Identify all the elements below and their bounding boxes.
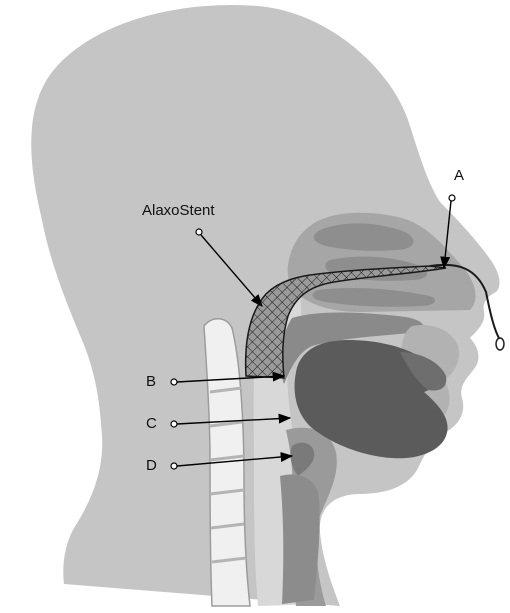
label-alaxostent: AlaxoStent: [142, 202, 215, 219]
wire-tip: [496, 338, 504, 350]
label-d: D: [146, 457, 157, 474]
label-a-dot: [449, 195, 455, 201]
label-b: B: [146, 373, 156, 390]
label-c: C: [146, 415, 157, 432]
label-a: A: [454, 167, 464, 184]
label-alaxostent-dot: [196, 229, 202, 235]
label-d-dot: [171, 463, 177, 469]
label-c-dot: [171, 421, 177, 427]
label-b-dot: [171, 379, 177, 385]
larynx: [280, 475, 320, 604]
